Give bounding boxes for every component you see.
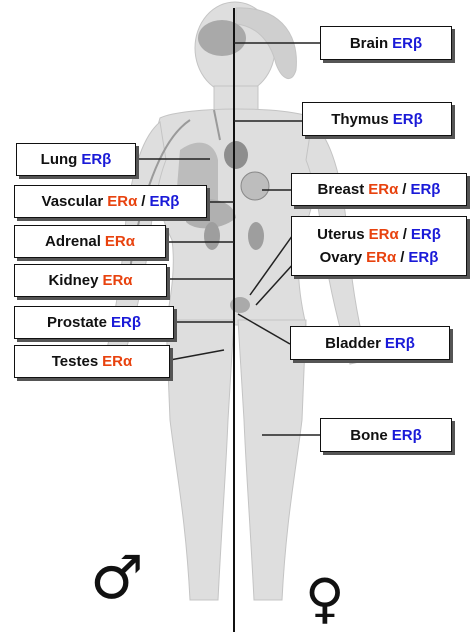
organ-name: Testes <box>52 353 98 370</box>
er-beta: ERβ <box>410 181 440 198</box>
heart-organ <box>224 141 248 169</box>
organ-name: Prostate <box>47 314 107 331</box>
breast-organ <box>241 172 269 200</box>
adrenal-label: Adrenal ERα <box>14 225 166 258</box>
separator: / <box>402 181 406 198</box>
breast-label: Breast ERα / ERβ <box>291 173 467 206</box>
uterus-label: Uterus ERα / ERβ Ovary ERα / ERβ <box>291 216 467 276</box>
er-beta: ERβ <box>392 427 422 444</box>
lung-label: Lung ERβ <box>16 143 136 176</box>
organ-name: Bladder <box>325 335 381 352</box>
organ-name: Uterus <box>317 226 365 243</box>
male-symbol-icon: ♂ <box>90 548 144 608</box>
neck-shape <box>214 86 258 112</box>
vascular-label: Vascular ERα / ERβ <box>14 185 207 218</box>
er-beta: ERβ <box>81 151 111 168</box>
organ-name: Adrenal <box>45 233 101 250</box>
organ-name: Ovary <box>320 249 363 266</box>
organ-name: Vascular <box>42 193 104 210</box>
er-alpha: ERα <box>105 233 135 250</box>
er-alpha: ERα <box>102 353 132 370</box>
er-beta: ERβ <box>393 111 423 128</box>
organ-name: Thymus <box>331 111 389 128</box>
organ-name: Kidney <box>48 272 98 289</box>
er-alpha: ERα <box>366 249 396 266</box>
organ-name: Bone <box>350 427 388 444</box>
left-leg-shape <box>166 320 234 600</box>
kidney-label: Kidney ERα <box>14 264 167 297</box>
bladder-label: Bladder ERβ <box>290 326 450 360</box>
separator: / <box>403 226 407 243</box>
organ-name: Breast <box>318 181 365 198</box>
bone-label: Bone ERβ <box>320 418 452 452</box>
separator: / <box>141 193 145 210</box>
thymus-label: Thymus ERβ <box>302 102 452 136</box>
uterus-row: Uterus ERα / ERβ <box>317 226 441 243</box>
er-beta: ERβ <box>111 314 141 331</box>
organ-name: Lung <box>41 151 78 168</box>
ovary-row: Ovary ERα / ERβ <box>320 249 439 266</box>
er-beta: ERβ <box>385 335 415 352</box>
er-alpha: ERα <box>102 272 132 289</box>
er-beta: ERβ <box>411 226 441 243</box>
kidney-organ-left <box>204 222 220 250</box>
kidney-organ-right <box>248 222 264 250</box>
er-alpha: ERα <box>368 181 398 198</box>
er-alpha: ERα <box>107 193 137 210</box>
testes-label: Testes ERα <box>14 345 170 378</box>
er-alpha: ERα <box>369 226 399 243</box>
er-beta: ERβ <box>149 193 179 210</box>
er-beta: ERβ <box>392 35 422 52</box>
right-leg-shape <box>238 320 306 600</box>
brain-organ <box>198 20 246 56</box>
female-symbol-icon: ♀ <box>305 572 345 626</box>
separator: / <box>400 249 404 266</box>
prostate-label: Prostate ERβ <box>14 306 174 339</box>
organ-name: Brain <box>350 35 388 52</box>
er-beta: ERβ <box>408 249 438 266</box>
brain-label: Brain ERβ <box>320 26 452 60</box>
